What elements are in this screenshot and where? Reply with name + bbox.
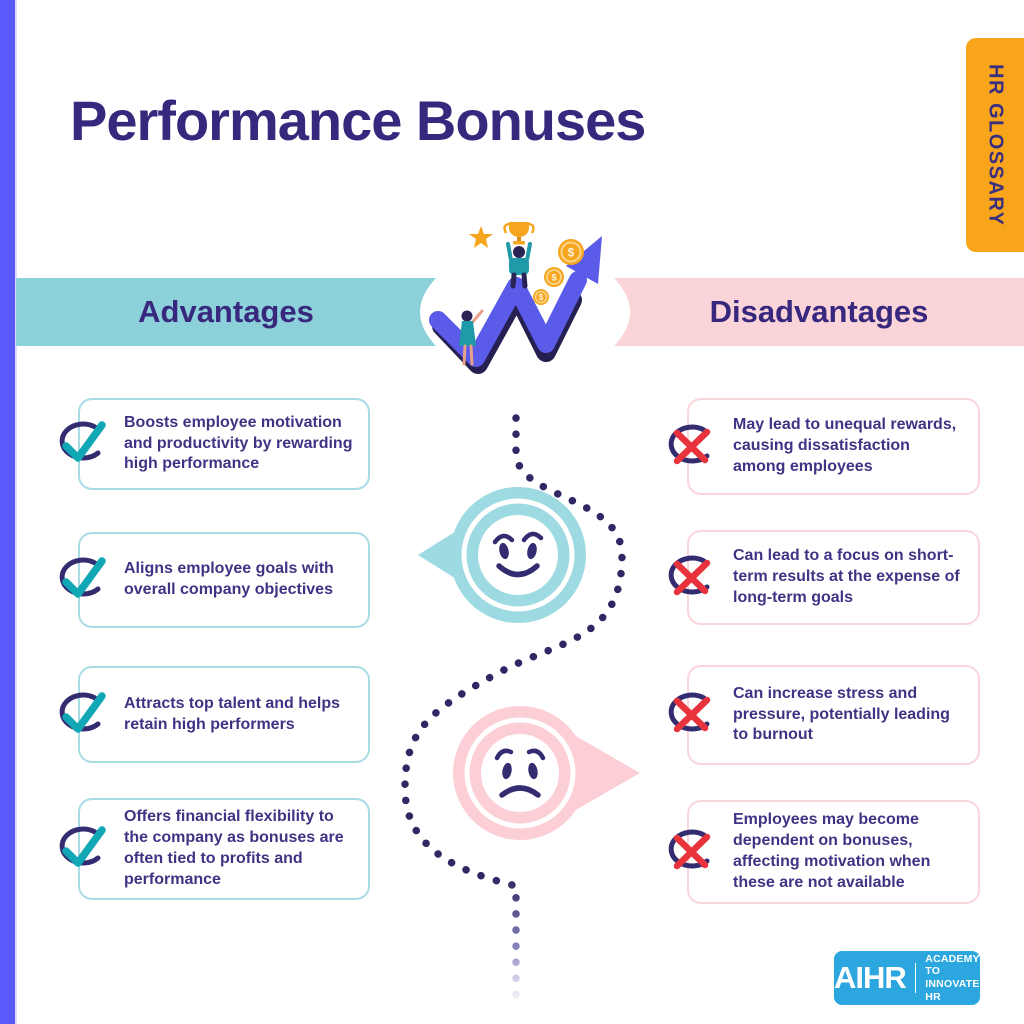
svg-text:$: $ (551, 273, 557, 284)
person-with-trophy (506, 242, 532, 289)
growth-arrow-trophy-illustration: $ $ $ (429, 222, 602, 374)
check-icon (59, 826, 106, 867)
disadvantage-text: May lead to unequal rewards, causing dis… (733, 416, 957, 475)
arrow-head (566, 236, 602, 284)
disadvantage-text: Employees may become dependent on bonuse… (733, 811, 931, 891)
check-icon (59, 691, 106, 733)
advantages-banner: Advantages (16, 278, 436, 346)
check-icon (59, 557, 106, 598)
hr-glossary-tag: HR GLOSSARY (966, 38, 1024, 252)
dotted-path (401, 414, 626, 1012)
advantages-heading: Advantages (138, 294, 314, 329)
advantage-card: Boosts employee motivation and productiv… (59, 398, 370, 490)
star-icon (469, 226, 493, 248)
disadvantage-card: May lead to unequal rewards, causing dis… (668, 398, 980, 495)
disadvantages-banner: Disadvantages (614, 278, 1024, 346)
aihr-logo: AIHR ACADEMY TO INNOVATE HR (834, 951, 980, 1005)
advantage-card: Offers financial flexibility to the comp… (59, 798, 370, 900)
coin-icons: $ $ $ (533, 239, 584, 305)
svg-text:$: $ (539, 293, 544, 302)
hr-glossary-tag-label: HR GLOSSARY (984, 63, 1007, 227)
disadvantages-heading: Disadvantages (709, 294, 929, 329)
disadvantages-banner-shape (614, 278, 1024, 346)
advantage-text: Aligns employee goals with overall compa… (124, 560, 334, 598)
disadvantage-text: Can lead to a focus on short-term result… (733, 547, 960, 606)
disadvantage-card: Can lead to a focus on short-term result… (668, 530, 980, 625)
disadvantage-card: Can increase stress and pressure, potent… (668, 665, 980, 765)
logo-divider (914, 963, 917, 993)
happy-face-pointer (418, 487, 586, 623)
disadvantage-card: Employees may become dependent on bonuse… (668, 800, 980, 904)
cross-icon (668, 555, 711, 595)
cross-icon (668, 692, 711, 733)
climbing-person (459, 309, 484, 366)
advantage-card: Aligns employee goals with overall compa… (59, 532, 370, 628)
trophy-icon (503, 222, 535, 245)
svg-text:$: $ (568, 246, 575, 260)
advantages-banner-shape (16, 278, 436, 346)
advantage-card: Attracts top talent and helps retain hig… (59, 666, 370, 763)
advantage-text: Offers financial flexibility to the comp… (124, 808, 344, 888)
left-accent-stripe (0, 0, 17, 1024)
sad-face-icon (494, 748, 546, 798)
aihr-logo-text: AIHR (834, 960, 907, 995)
check-icon (59, 421, 106, 462)
cross-icon (668, 424, 711, 464)
disadvantage-text: Can increase stress and pressure, potent… (733, 684, 950, 744)
happy-face-icon (492, 531, 544, 578)
advantage-text: Attracts top talent and helps retain hig… (124, 694, 341, 733)
advantage-text: Boosts employee motivation and productiv… (124, 413, 353, 473)
aihr-tagline: ACADEMY TO INNOVATE HR (925, 952, 980, 1003)
cross-icon (668, 829, 711, 870)
page-title: Performance Bonuses (70, 89, 646, 152)
sad-face-pointer (453, 706, 640, 840)
